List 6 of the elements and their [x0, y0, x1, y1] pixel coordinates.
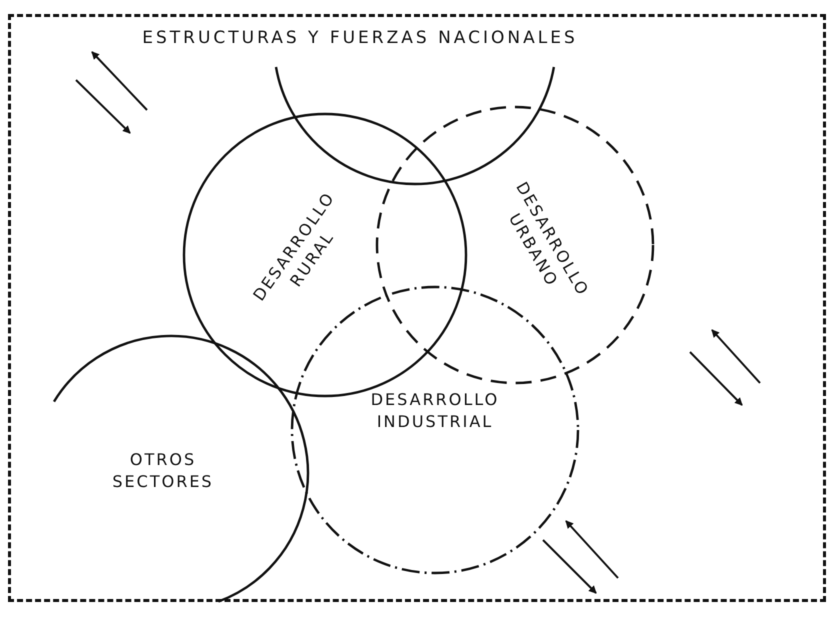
circle-label: DESARROLLO INDUSTRIAL [370, 389, 500, 432]
circle-outline [375, 105, 655, 385]
diagram-heading: ESTRUCTURAS Y FUERZAS NACIONALES [141, 27, 579, 50]
circle-label: OTROS SECTORES [111, 448, 215, 492]
dashed-frame [8, 14, 826, 602]
arc-outline [52, 334, 310, 604]
